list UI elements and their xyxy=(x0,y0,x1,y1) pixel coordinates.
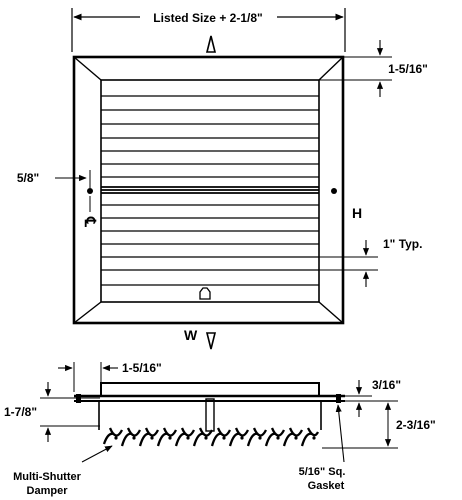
bevel-line-br xyxy=(318,301,344,324)
frame-dim-text: 1-5/16" xyxy=(388,62,428,76)
blade-spacing-dim-text: 1" Typ. xyxy=(383,237,422,251)
flange-dim-text: 3/16" xyxy=(372,378,401,392)
damper-callout: Multi-Shutter Damper xyxy=(13,445,113,497)
mounting-hole-right-icon xyxy=(331,188,337,194)
gasket-left xyxy=(76,394,81,403)
front-view: Listed Size + 2-1/8" xyxy=(17,8,428,350)
damper-pivots xyxy=(114,436,316,440)
airflow-arrow-down-icon xyxy=(205,332,217,350)
flange-dimension: 3/16" xyxy=(345,378,401,417)
damper-blades xyxy=(102,427,320,447)
centerline-symbol: ℄ xyxy=(81,216,98,227)
height-label: H xyxy=(352,205,362,221)
frame-dimension: 1-5/16" xyxy=(319,40,428,97)
operator-rod xyxy=(205,398,215,432)
side-view: 1-5/16" 1-7/8" xyxy=(4,361,436,497)
projection-dim-text: 1-5/16" xyxy=(122,361,162,375)
blade-spacing-dimension: 1" Typ. xyxy=(319,237,422,287)
airflow-arrow-up-icon xyxy=(205,35,217,53)
width-dimension: Listed Size + 2-1/8" xyxy=(71,8,346,52)
gasket-label-line1: 5/16" Sq. xyxy=(299,466,346,478)
damper-operator-icon xyxy=(199,287,211,300)
face-profile xyxy=(100,382,320,397)
gasket-callout: 5/16" Sq. Gasket xyxy=(299,404,346,492)
bevel-line-tl xyxy=(73,56,102,81)
left-offset-dimension: 5/8" ℄ xyxy=(17,170,98,227)
blades xyxy=(101,95,319,286)
damper-label-line2: Damper xyxy=(27,485,69,497)
mounting-hole-left-icon xyxy=(87,188,93,194)
gasket-label-line2: Gasket xyxy=(308,480,345,492)
width-label: W xyxy=(184,327,198,343)
damper-depth-dimension: 2-3/16" xyxy=(322,400,436,449)
overall-depth-dimension: 1-7/8" xyxy=(4,382,100,442)
gasket-right xyxy=(336,394,341,403)
bevel-line-bl xyxy=(73,301,102,324)
inner-face xyxy=(100,79,320,303)
damper-label-line1: Multi-Shutter xyxy=(13,471,82,483)
outer-frame xyxy=(72,55,345,325)
left-offset-dim-text: 5/8" xyxy=(17,171,39,185)
bevel-line-tr xyxy=(318,56,344,81)
damper-depth-dim-text: 2-3/16" xyxy=(396,418,436,432)
overall-depth-dim-text: 1-7/8" xyxy=(4,405,37,419)
projection-dimension: 1-5/16" xyxy=(58,361,162,392)
width-dim-text: Listed Size + 2-1/8" xyxy=(153,11,262,25)
